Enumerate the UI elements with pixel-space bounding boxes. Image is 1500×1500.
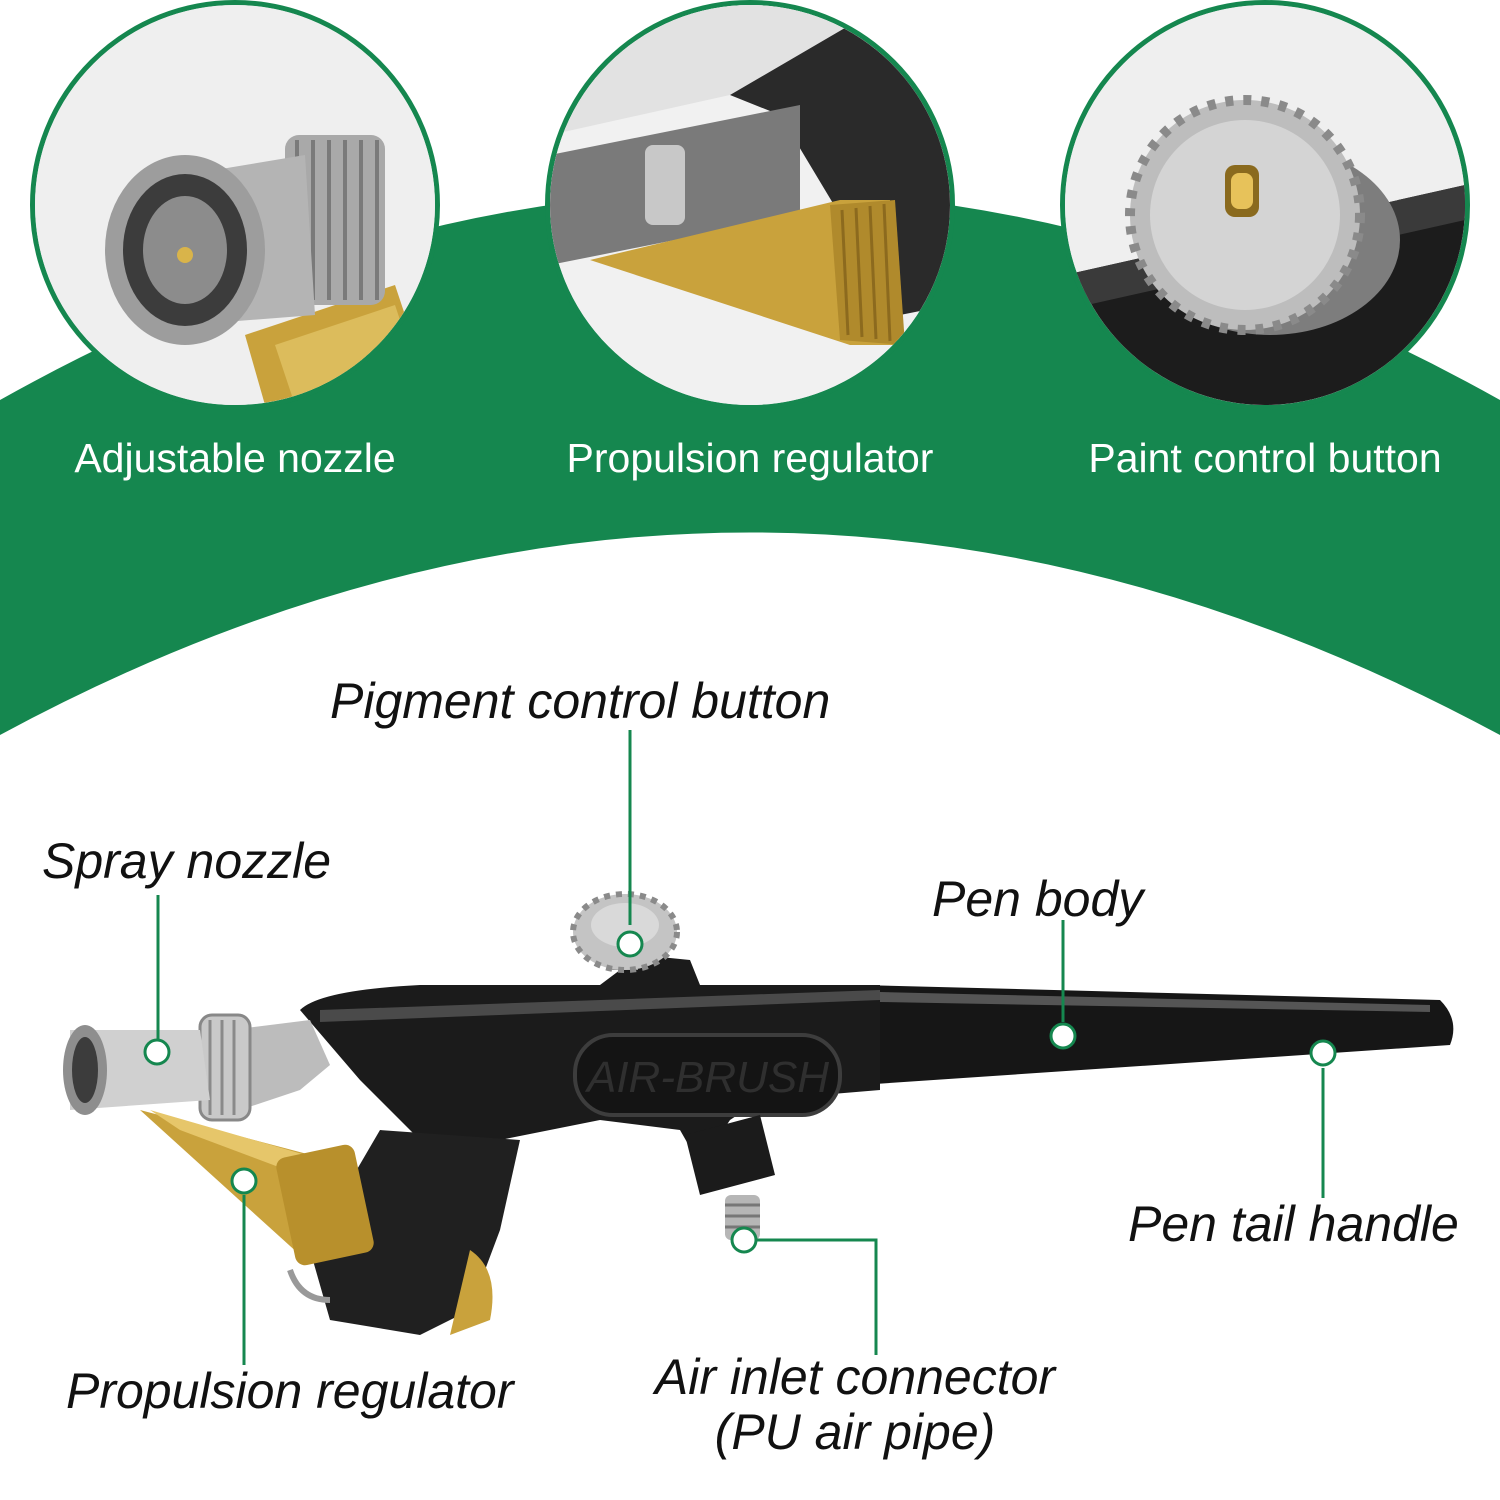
dot-propulsion-regulator [230,1167,258,1195]
label-adjustable-nozzle: Adjustable nozzle [74,435,396,481]
callout-pen-tail-handle: Pen tail handle [1128,1196,1459,1252]
dot-pen-tail-handle [1309,1039,1337,1067]
label-propulsion-regulator-detail: Propulsion regulator [566,435,934,481]
callout-air-inlet-line2: (PU air pipe) [714,1404,996,1460]
callout-air-inlet-line1: Air inlet connector [654,1349,1056,1405]
detail-circle-propulsion-regulator [545,0,955,410]
dot-spray-nozzle [143,1038,171,1066]
regulator-closeup-image [550,5,950,405]
callout-propulsion-regulator: Propulsion regulator [66,1363,514,1419]
dot-pigment-control-button [616,930,644,958]
airbrush-embossed-text: AIR-BRUSH [584,1053,829,1102]
detail-circle-paint-control-button [1060,0,1470,410]
callout-lines [156,730,1325,1365]
dot-air-inlet-connector [730,1226,758,1254]
callout-air-inlet-connector: Air inlet connector (PU air pipe) [640,1350,1070,1460]
callout-pen-body: Pen body [932,871,1144,927]
control-button-closeup-image [1065,5,1465,405]
callout-pigment-control-button: Pigment control button [330,673,831,729]
nozzle-closeup-image [35,5,435,405]
callout-spray-nozzle: Spray nozzle [42,833,332,889]
label-paint-control-button: Paint control button [1088,435,1442,481]
detail-circle-adjustable-nozzle [30,0,440,410]
dot-pen-body [1049,1022,1077,1050]
